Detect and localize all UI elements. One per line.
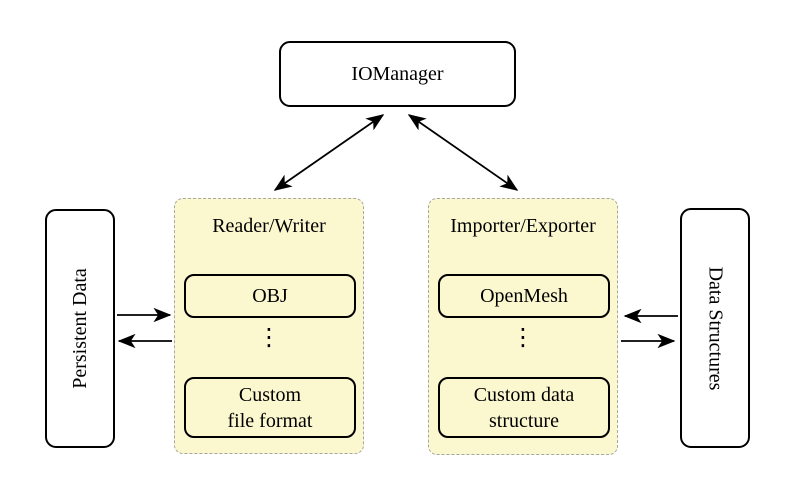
group-reader-writer-title: Reader/Writer [212, 215, 326, 237]
node-iomanager: IOManager [279, 41, 516, 107]
node-custom-file-format-label: Custom file format [227, 383, 313, 432]
node-iomanager-label: IOManager [351, 62, 444, 85]
node-custom-file-format: Custom file format [184, 377, 356, 438]
group-importer-exporter-title: Importer/Exporter [450, 215, 596, 237]
node-obj-label: OBJ [252, 285, 288, 307]
vertical-ellipsis-icon: ⋮ [257, 323, 281, 351]
arrow-iomanager-importer-exporter [407, 114, 519, 191]
node-openmesh: OpenMesh [438, 274, 610, 318]
node-data-structures-label: Data Structures [704, 266, 727, 390]
node-persistent-data-label: Persistent Data [68, 268, 91, 389]
node-custom-data-structure: Custom data structure [438, 377, 610, 438]
node-data-structures: Data Structures [680, 208, 750, 448]
vertical-ellipsis-icon: ⋮ [511, 323, 535, 351]
node-custom-data-structure-label: Custom data structure [473, 383, 575, 432]
node-persistent-data: Persistent Data [45, 209, 115, 448]
group-reader-writer: Reader/Writer OBJ ⋮ Custom file format [174, 198, 364, 454]
arrow-iomanager-reader-writer [273, 114, 385, 191]
node-openmesh-label: OpenMesh [480, 285, 568, 307]
node-obj: OBJ [184, 274, 356, 318]
group-importer-exporter: Importer/Exporter OpenMesh ⋮ Custom data… [428, 198, 618, 455]
